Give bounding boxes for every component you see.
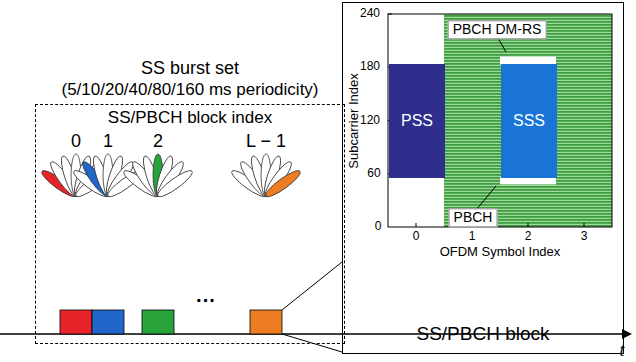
axis-title: OFDM Symbol Index — [440, 245, 561, 259]
ssb-block — [250, 310, 282, 334]
axis-name: t — [619, 341, 624, 361]
tick-label: 240 — [360, 7, 380, 20]
beam-lobe — [155, 167, 195, 200]
block-index: L − 1 — [246, 132, 286, 152]
tick-label: 0 — [375, 220, 382, 233]
tick-label: 3 — [581, 230, 588, 243]
tick-label: 2 — [525, 230, 532, 243]
tick-label: 120 — [360, 114, 380, 127]
node-text: (5/10/20/40/80/160 ms periodicity) — [61, 81, 318, 100]
ssb-block — [92, 310, 124, 334]
zoom-line — [282, 262, 342, 310]
leader-line — [476, 186, 496, 210]
axis-title: Subcarrier Index — [347, 73, 361, 168]
block-index: 0 — [71, 132, 81, 152]
pbch-region — [444, 14, 612, 227]
signal-block: SSS — [501, 64, 557, 179]
ssb-block — [142, 310, 174, 334]
node-text: SS/PBCH block — [416, 324, 549, 345]
tick-label: 0 — [413, 230, 420, 243]
ssb-panel: SS/PBCH block PSS SSS — [342, 2, 624, 354]
zoom-line — [282, 334, 342, 352]
tick-label: 1 — [469, 230, 476, 243]
callout-label: PBCH — [449, 208, 498, 227]
burst-set-box: SS burst set(5/10/20/40/80/160 ms period… — [35, 104, 345, 344]
beam-fans — [39, 154, 303, 200]
axis-ticks — [388, 14, 584, 227]
node-text: SS/PBCH block index — [108, 109, 272, 128]
node-text: SSS — [513, 112, 545, 130]
block-index: ··· — [196, 289, 216, 311]
grid-gap — [500, 177, 556, 184]
beam-lobe — [263, 167, 303, 200]
tick-label: 60 — [367, 167, 380, 180]
node-text: SS burst set — [141, 59, 239, 79]
signal-block: PSS — [389, 64, 445, 179]
tick-label: 180 — [360, 61, 380, 74]
callout-label: PBCH DM-RS — [448, 20, 547, 39]
block-index: 2 — [153, 132, 163, 152]
plot-frame — [388, 14, 612, 227]
block-index: 1 — [103, 132, 113, 152]
ssb-block — [60, 310, 92, 334]
node-text: PSS — [401, 112, 433, 130]
leader-line — [498, 38, 506, 52]
